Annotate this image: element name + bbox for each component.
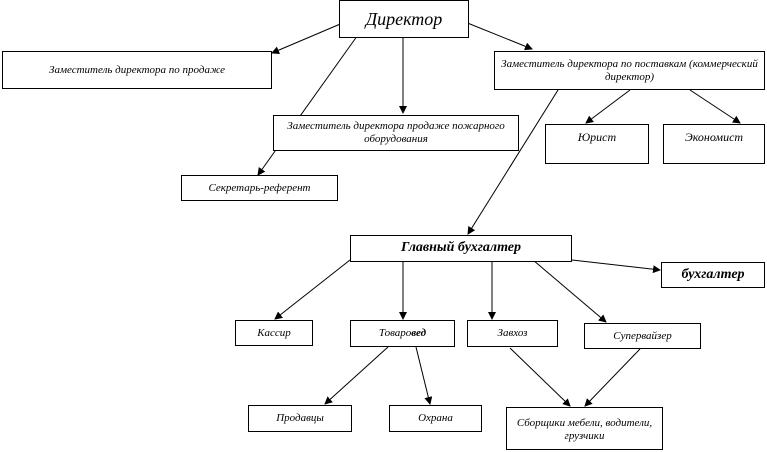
- edge-chief-cashier: [274, 259, 351, 320]
- edge-director-deputy-supply: [464, 21, 533, 51]
- edge-director-secretary: [257, 24, 366, 176]
- node-deputy-fire: Заместитель директора продаже пожарного …: [273, 115, 519, 151]
- node-warehouse: Завхоз: [467, 320, 558, 347]
- node-lawyer: Юрист: [545, 124, 649, 164]
- node-supervisor: Супервайзер: [584, 323, 701, 349]
- edge-supply-lawyer: [585, 89, 631, 124]
- edge-supply-economist: [689, 89, 741, 124]
- edge-merch-security: [415, 346, 433, 405]
- edge-supply-chief: [467, 89, 559, 235]
- merchandiser-label-part2: вед: [411, 327, 427, 340]
- node-deputy-sales: Заместитель директора по продаже: [2, 51, 272, 89]
- node-secretary: Секретарь-референт: [181, 175, 338, 201]
- edge-merch-sellers: [324, 346, 389, 405]
- edge-chief-supervisor: [532, 259, 607, 323]
- node-workers: Сборщики мебели, водители, грузчики: [506, 407, 663, 450]
- node-cashier: Кассир: [235, 320, 313, 346]
- merchandiser-label-part1: Товаро: [378, 327, 412, 340]
- edge-director-deputy-sales: [271, 21, 346, 54]
- node-director: Директор: [339, 0, 469, 38]
- node-deputy-supply: Заместитель директора по поставкам (комм…: [494, 51, 765, 90]
- node-accountant: бухгалтер: [661, 262, 765, 288]
- node-economist: Экономист: [663, 124, 765, 164]
- node-chief-accountant: Главный бухгалтер: [350, 235, 572, 262]
- edge-warehouse-workers: [509, 347, 571, 407]
- node-security: Охрана: [389, 405, 482, 432]
- node-sellers: Продавцы: [248, 405, 352, 432]
- edge-supervisor-workers: [584, 348, 641, 407]
- edge-chief-accountant: [571, 259, 661, 274]
